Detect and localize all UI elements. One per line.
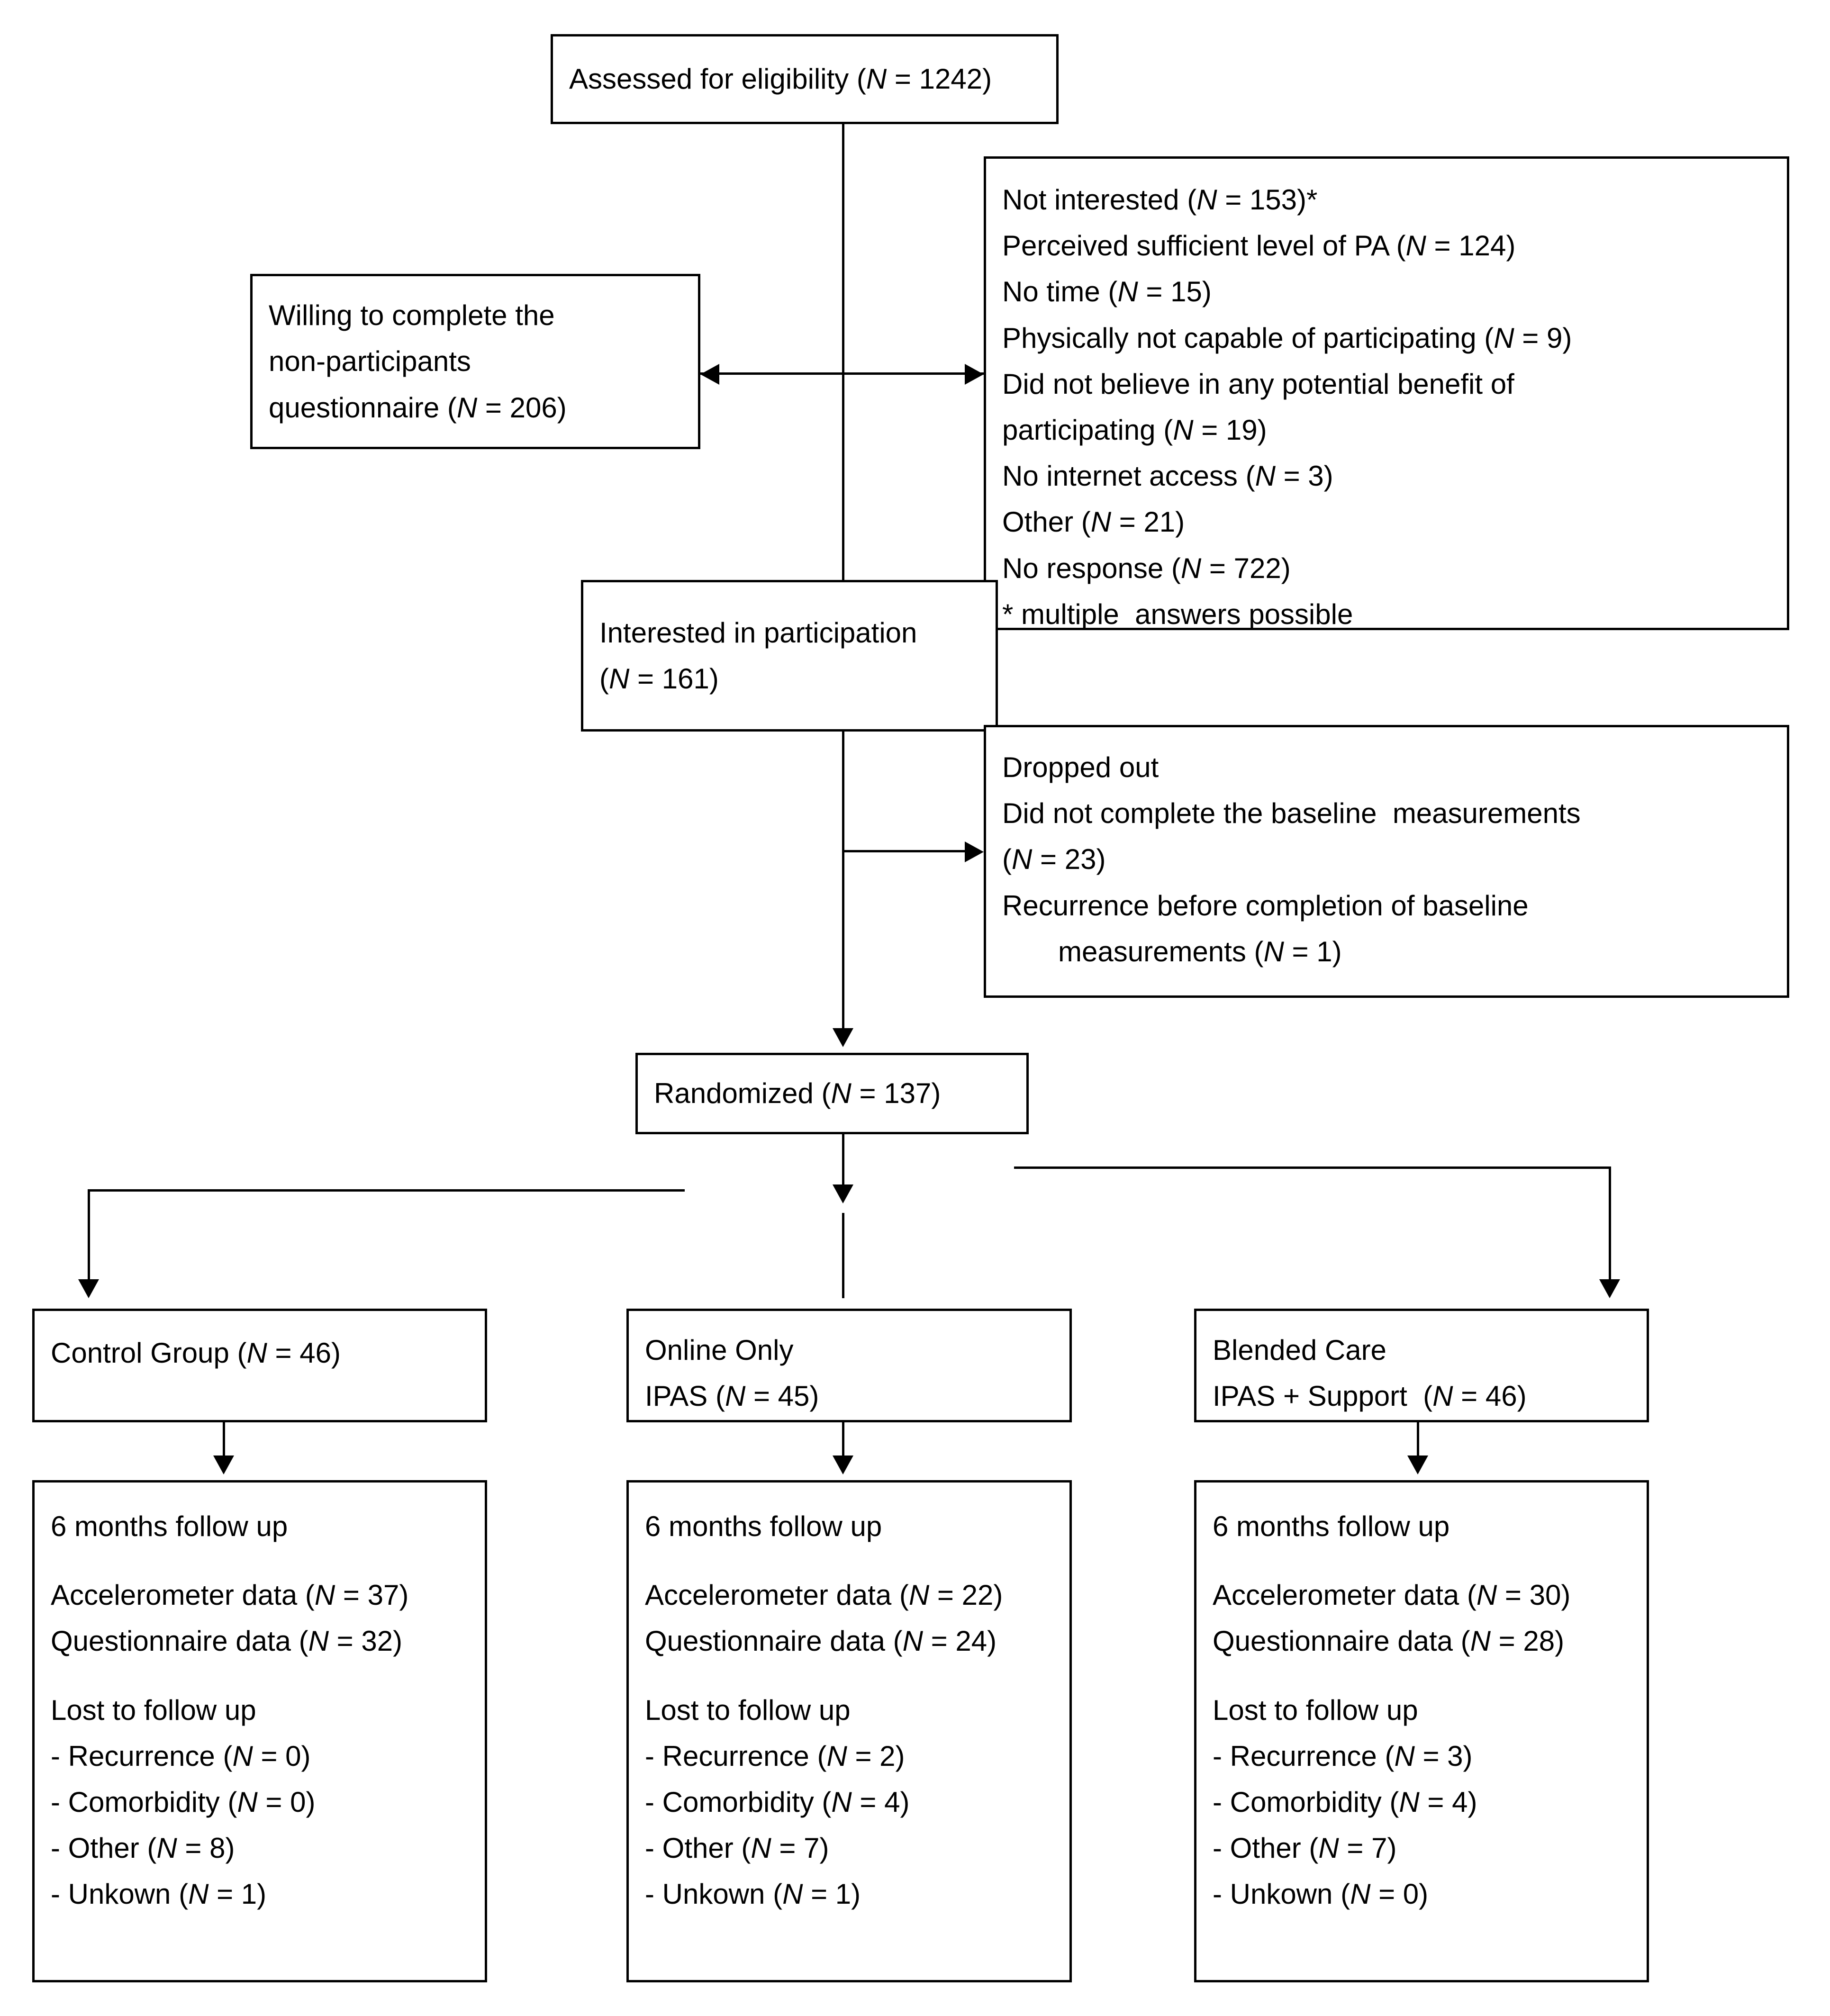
online-only-lost-recurrence: - Recurrence (N = 2)	[645, 1740, 905, 1772]
blended-care-lost-recurrence: - Recurrence (N = 3)	[1213, 1740, 1473, 1772]
control-lost-comorbidity: - Comorbidity (N = 0)	[51, 1786, 316, 1818]
exclusion-item-0: Not interested (N = 153)*	[1002, 184, 1318, 216]
spacer	[1213, 1664, 1631, 1687]
blended-care-lost-other: - Other (N = 7)	[1213, 1832, 1397, 1864]
blended-care-accelerometer-data: Accelerometer data (N = 30)	[1213, 1579, 1571, 1611]
connector-blended-care-to-followup	[1417, 1422, 1419, 1470]
node-interested-in-participation: Interested in participation (N = 161)	[581, 580, 998, 732]
arrowhead-down-to-blended-care-followup	[1407, 1455, 1428, 1474]
online-only-questionnaire-data: Questionnaire data (N = 24)	[645, 1625, 997, 1657]
exclusion-item-3: Physically not capable of participating …	[1002, 322, 1572, 354]
node-followup-online-only: 6 months follow up Accelerometer data (N…	[626, 1480, 1072, 1982]
assessed-label: Assessed for eligibility (N = 1242)	[569, 63, 992, 95]
exclusion-item-8: No response (N = 722)	[1002, 552, 1291, 584]
blended-care-lost-heading: Lost to follow up	[1213, 1694, 1418, 1726]
connector-split-right-vertical	[1609, 1166, 1611, 1289]
dropped-item-1: Did not complete the baseline measuremen…	[1002, 797, 1581, 830]
node-arm-online-only: Online Only IPAS (N = 45)	[626, 1309, 1072, 1422]
online-only-lost-other: - Other (N = 7)	[645, 1832, 829, 1864]
spacer	[645, 1664, 1053, 1687]
arm-control-group-title-line-1: Control Group (N = 46)	[51, 1337, 341, 1369]
arrowhead-down-to-control-followup	[213, 1455, 234, 1474]
arm-blended-care-title-line-1: Blended Care	[1213, 1334, 1386, 1366]
control-questionnaire-data: Questionnaire data (N = 32)	[51, 1625, 403, 1657]
exclusion-item-6: No internet access (N = 3)	[1002, 460, 1333, 492]
exclusion-item-2: No time (N = 15)	[1002, 276, 1212, 308]
connector-split-left-vertical	[88, 1189, 90, 1289]
node-followup-blended-care: 6 months follow up Accelerometer data (N…	[1194, 1480, 1649, 1982]
online-only-lost-heading: Lost to follow up	[645, 1694, 851, 1726]
spacer	[1213, 1549, 1631, 1572]
arm-blended-care-title-line-2: IPAS + Support (N = 46)	[1213, 1380, 1527, 1412]
blended-care-lost-unknown: - Unkown (N = 0)	[1213, 1878, 1429, 1910]
node-followup-control-group: 6 months follow up Accelerometer data (N…	[32, 1480, 487, 1982]
blended-care-lost-comorbidity: - Comorbidity (N = 4)	[1213, 1786, 1477, 1818]
connector-assessed-to-interested	[842, 124, 844, 580]
node-randomized: Randomized (N = 137)	[635, 1053, 1029, 1134]
node-exclusion-reasons: Not interested (N = 153)* Perceived suff…	[984, 156, 1789, 630]
arrowhead-down-to-online-only-followup	[833, 1455, 853, 1474]
online-only-accelerometer-data: Accelerometer data (N = 22)	[645, 1579, 1003, 1611]
control-accelerometer-data: Accelerometer data (N = 37)	[51, 1579, 409, 1611]
blended-care-followup-heading: 6 months follow up	[1213, 1510, 1450, 1542]
connector-to-dropped-out	[842, 850, 965, 852]
spacer	[645, 1549, 1053, 1572]
willing-line-2: non-participants	[269, 345, 471, 378]
connector-randomized-stub	[842, 1134, 844, 1197]
arrowhead-down-to-control-group	[78, 1279, 99, 1298]
arm-online-only-title-line-1: Online Only	[645, 1334, 794, 1366]
online-only-lost-comorbidity: - Comorbidity (N = 4)	[645, 1786, 910, 1818]
arrowhead-down-to-randomized	[833, 1028, 853, 1047]
dropped-item-0: Dropped out	[1002, 751, 1159, 783]
connector-split-left-horizontal	[88, 1189, 685, 1192]
node-dropped-out: Dropped out Did not complete the baselin…	[984, 725, 1789, 998]
arrowhead-right-to-dropped-out	[965, 841, 984, 862]
blended-care-questionnaire-data: Questionnaire data (N = 28)	[1213, 1625, 1565, 1657]
control-lost-recurrence: - Recurrence (N = 0)	[51, 1740, 311, 1772]
arrowhead-left-to-willing	[700, 364, 719, 385]
willing-line-1: Willing to complete the	[269, 299, 555, 332]
exclusion-footnote: * multiple answers possible	[1002, 598, 1353, 630]
connector-willing-exclusions	[700, 372, 984, 375]
node-arm-control-group: Control Group (N = 46)	[32, 1309, 487, 1422]
interested-line-2: (N = 161)	[599, 663, 719, 695]
randomized-label: Randomized (N = 137)	[654, 1077, 941, 1110]
dropped-item-3: Recurrence before completion of baseline	[1002, 889, 1529, 922]
connector-split-right-horizontal	[1014, 1166, 1611, 1169]
exclusion-item-4: Did not believe in any potential benefit…	[1002, 368, 1514, 400]
connector-online-only-to-followup	[842, 1422, 844, 1470]
exclusion-item-5: participating (N = 19)	[1002, 414, 1267, 446]
online-only-lost-unknown: - Unkown (N = 1)	[645, 1878, 861, 1910]
spacer	[51, 1549, 469, 1572]
node-arm-blended-care: Blended Care IPAS + Support (N = 46)	[1194, 1309, 1649, 1422]
arrowhead-down-to-blended-care	[1599, 1279, 1620, 1298]
control-lost-other: - Other (N = 8)	[51, 1832, 235, 1864]
control-lost-unknown: - Unkown (N = 1)	[51, 1878, 267, 1910]
dropped-item-2: (N = 23)	[1002, 843, 1106, 876]
node-willing-nonparticipants: Willing to complete the non-participants…	[250, 274, 700, 449]
connector-control-group-to-followup	[223, 1422, 225, 1470]
online-only-followup-heading: 6 months follow up	[645, 1510, 882, 1542]
node-assessed-for-eligibility: Assessed for eligibility (N = 1242)	[551, 34, 1059, 124]
connector-split-center-vertical	[842, 1213, 844, 1298]
arrowhead-down-center-split	[833, 1184, 853, 1203]
control-lost-heading: Lost to follow up	[51, 1694, 256, 1726]
connector-interested-to-randomized	[842, 732, 844, 1033]
dropped-item-4: measurements (N = 1)	[1058, 935, 1342, 967]
control-followup-heading: 6 months follow up	[51, 1510, 288, 1542]
arrowhead-right-to-exclusions	[965, 364, 984, 385]
interested-line-1: Interested in participation	[599, 616, 917, 649]
exclusion-item-1: Perceived sufficient level of PA (N = 12…	[1002, 230, 1516, 262]
spacer	[51, 1664, 469, 1687]
willing-line-3: questionnaire (N = 206)	[269, 391, 567, 424]
arm-online-only-title-line-2: IPAS (N = 45)	[645, 1380, 819, 1412]
exclusion-item-7: Other (N = 21)	[1002, 506, 1185, 538]
